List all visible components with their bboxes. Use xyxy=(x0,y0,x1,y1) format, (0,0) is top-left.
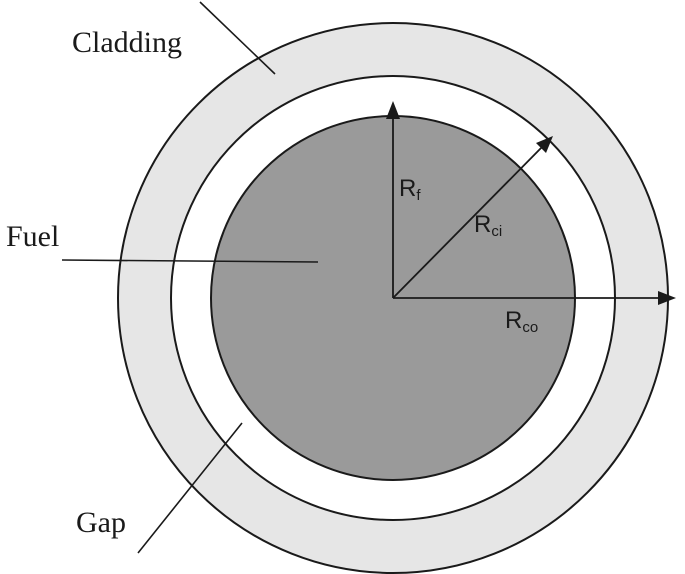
gap-leader-line xyxy=(137,422,243,554)
fuel-label: Fuel xyxy=(6,220,59,253)
fuel-leader-line xyxy=(61,259,319,263)
cladding-inner-radius-label: Rci xyxy=(474,211,502,240)
gap-label: Gap xyxy=(76,506,126,539)
radius-arrow-cladding-outer xyxy=(393,291,676,305)
cladding-leader-line xyxy=(199,1,276,75)
fuel-radius-label: Rf xyxy=(399,175,421,204)
radius-arrow-fuel xyxy=(386,101,400,298)
radius-arrow-cladding-inner xyxy=(392,136,553,299)
cladding-outer-radius-label: Rco xyxy=(505,307,538,336)
cladding-label: Cladding xyxy=(72,26,182,59)
